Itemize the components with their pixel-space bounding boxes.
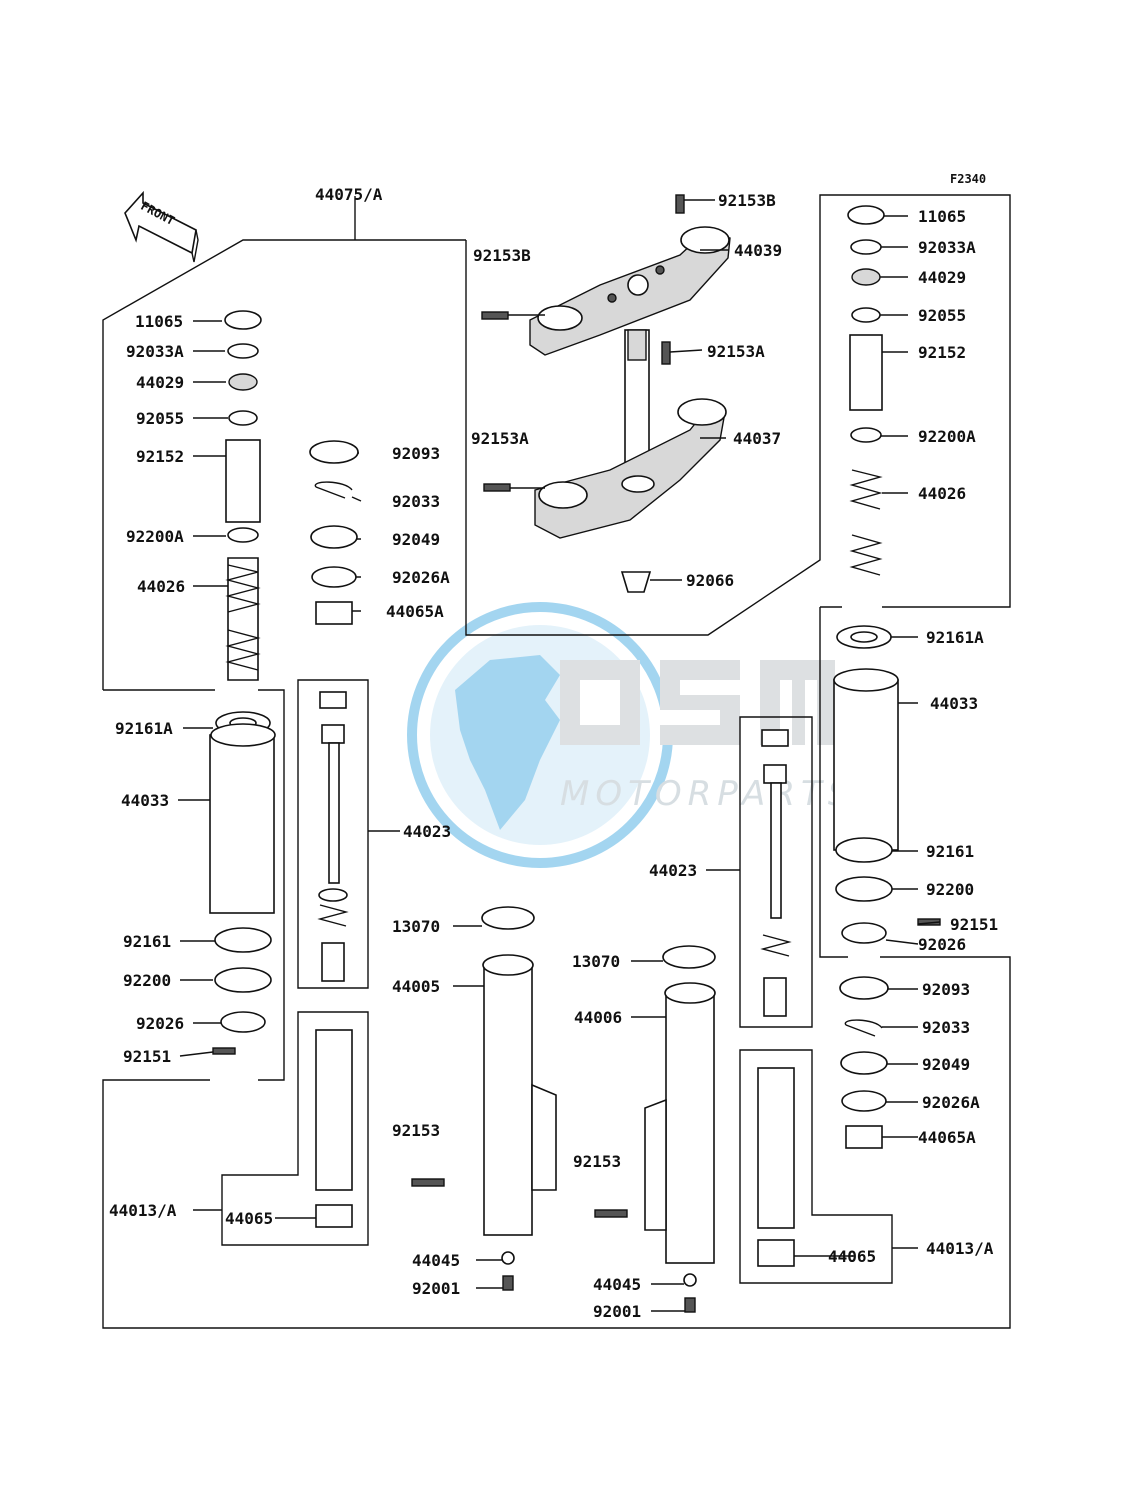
label-92161: 92161 [123,932,171,951]
label-92151-right: 92151 [950,915,998,934]
label-44045: 44045 [412,1251,460,1270]
label-13070: 13070 [392,917,440,936]
labels-left: 44075/A 92153B 92153B 44039 92153A 44037… [109,185,782,1298]
label-92066: 92066 [686,571,734,590]
label-92153B-left: 92153B [473,246,531,265]
label-92055-right: 92055 [918,306,966,325]
lower-triple-clamp [534,398,727,539]
label-92093-right: 92093 [922,980,970,999]
label-44033: 44033 [121,791,169,810]
labels-right: 11065 92033A 44029 92055 92152 92200A 44… [572,207,998,1321]
label-13070-right: 13070 [572,952,620,971]
label-44065-right: 44065 [828,1247,876,1266]
bracket-lines [102,194,1011,1329]
label-92033A-right: 92033A [918,238,976,257]
label-44065A-right: 44065A [918,1128,976,1147]
label-92200A-right: 92200A [918,427,976,446]
label-92026A: 92026A [392,568,450,587]
label-92153-right: 92153 [573,1152,621,1171]
label-44065A: 44065A [386,602,444,621]
label-44045-right: 44045 [593,1275,641,1294]
label-92161-right: 92161 [926,842,974,861]
label-44005: 44005 [392,977,440,996]
stem-bolts [481,194,685,593]
label-11065-right: 11065 [918,207,966,226]
label-92033: 92033 [392,492,440,511]
right-fork-internals [833,205,941,1149]
upper-triple-clamp [529,226,731,356]
label-44065: 44065 [225,1209,273,1228]
left-outer-tube [411,906,557,1291]
label-92033-right: 92033 [922,1018,970,1037]
left-fork-internals [209,310,276,1055]
label-92049: 92049 [392,530,440,549]
right-cartridge-parts [757,729,795,1267]
label-92152-right: 92152 [918,343,966,362]
label-92093: 92093 [392,444,440,463]
label-92033A: 92033A [126,342,184,361]
label-92153A-left: 92153A [471,429,529,448]
label-92161A: 92161A [115,719,173,738]
label-92026: 92026 [136,1014,184,1033]
label-44029: 44029 [136,373,184,392]
label-92001-right: 92001 [593,1302,641,1321]
label-92161A-right: 92161A [926,628,984,647]
label-92200: 92200 [123,971,171,990]
label-44026: 44026 [137,577,185,596]
watermark-subtitle: MOTORPARTS [560,774,855,814]
right-outer-tube [594,945,716,1313]
label-44013A-right: 44013/A [926,1239,994,1258]
label-92153: 92153 [392,1121,440,1140]
label-11065: 11065 [135,312,183,331]
label-92001: 92001 [412,1279,460,1298]
watermark-continents [455,655,560,830]
label-44033-right: 44033 [930,694,978,713]
label-92200A: 92200A [126,527,184,546]
front-arrow-icon: FRONT [124,190,199,263]
label-44006: 44006 [574,1008,622,1027]
label-44023: 44023 [403,822,451,841]
watermark-letter-s [660,660,740,745]
leader-lines [178,199,941,1312]
label-44023-right: 44023 [649,861,697,880]
label-92153A-top: 92153A [707,342,765,361]
label-92055: 92055 [136,409,184,428]
osm-watermark: MOTORPARTS [407,602,855,868]
label-92200-right: 92200 [926,880,974,899]
label-44075A: 44075/A [315,185,383,204]
label-44026-right: 44026 [918,484,966,503]
label-92049-right: 92049 [922,1055,970,1074]
label-92153B-top: 92153B [718,191,776,210]
label-44037: 44037 [733,429,781,448]
label-92151: 92151 [123,1047,171,1066]
label-44029-right: 44029 [918,268,966,287]
label-92152: 92152 [136,447,184,466]
figure-code: F2340 [950,172,986,186]
label-92026-right: 92026 [918,935,966,954]
label-44039: 44039 [734,241,782,260]
left-cartridge-parts [309,440,359,1228]
label-44013A: 44013/A [109,1201,177,1220]
label-92026A-right: 92026A [922,1093,980,1112]
